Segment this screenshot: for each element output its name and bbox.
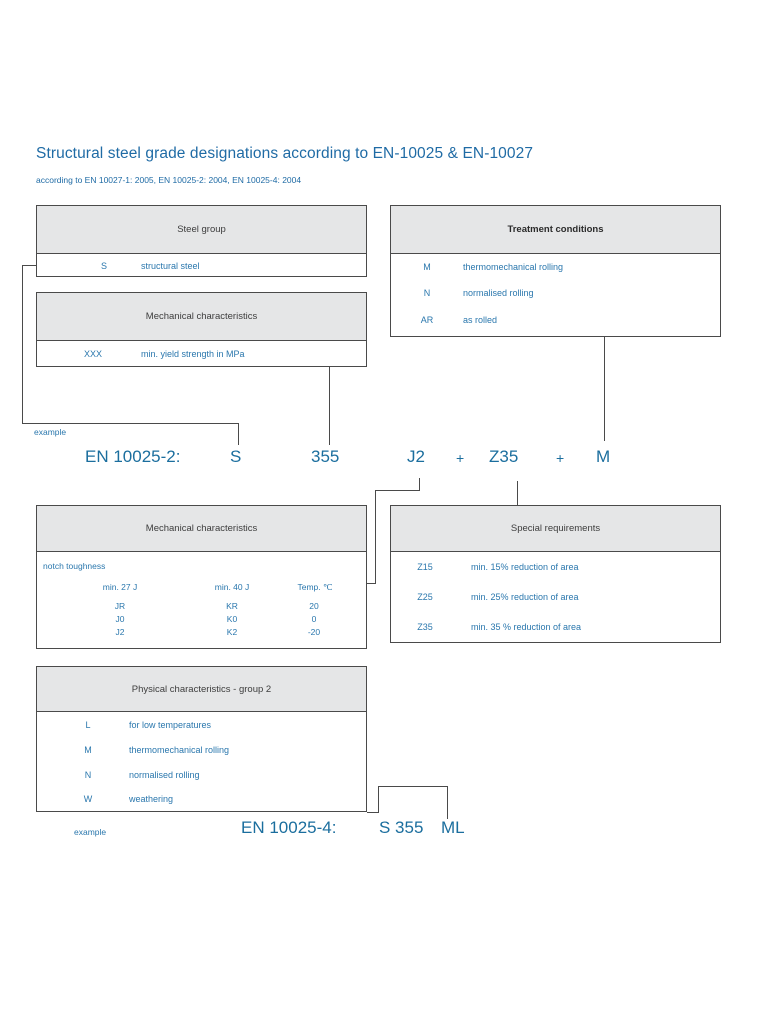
row-code: Z15 bbox=[417, 562, 433, 572]
special-requirements-body: Z15 min. 15% reduction of area Z25 min. … bbox=[391, 552, 720, 643]
example-top-token-steel-group: S bbox=[230, 447, 242, 466]
row-code: M bbox=[84, 745, 92, 755]
notch-cell: 0 bbox=[311, 614, 317, 624]
row-code: XXX bbox=[83, 349, 102, 359]
table-row: L for low temperatures bbox=[37, 712, 366, 737]
row-desc: min. 15% reduction of area bbox=[471, 562, 579, 572]
example-top-label: example bbox=[34, 427, 67, 437]
table-row: XXX min. yield strength in MPa bbox=[37, 341, 366, 367]
example-bottom-token-suffix: ML bbox=[441, 818, 465, 837]
table-row: N normalised rolling bbox=[391, 280, 720, 307]
steel-group-box: Steel group S structural steel bbox=[36, 205, 367, 277]
row-desc: weathering bbox=[129, 794, 174, 804]
row-desc: as rolled bbox=[463, 315, 498, 325]
mechanical-bottom-box: Mechanical characteristics notch toughne… bbox=[36, 505, 367, 649]
connector-physical-h2 bbox=[378, 786, 448, 787]
special-requirements-header: Special requirements bbox=[391, 506, 720, 552]
mechanical-top-box: Mechanical characteristics XXX min. yiel… bbox=[36, 292, 367, 367]
connector-j2-h1 bbox=[375, 490, 420, 491]
connector-mechanical-top-drop bbox=[329, 367, 330, 445]
example-bottom-token-grade: S 355 bbox=[379, 818, 424, 837]
steel-group-header: Steel group bbox=[37, 206, 366, 254]
steel-group-body: S structural steel bbox=[37, 254, 366, 277]
table-row: Z25 min. 25% reduction of area bbox=[391, 582, 720, 612]
connector-steel-group-h1 bbox=[22, 265, 37, 266]
notch-cell: 20 bbox=[309, 601, 319, 611]
example-top-token-special: Z35 bbox=[489, 447, 519, 466]
connector-physical-v1 bbox=[378, 786, 379, 813]
row-code: L bbox=[85, 720, 91, 730]
table-row: W weathering bbox=[37, 787, 366, 811]
treatment-conditions-box: Treatment conditions M thermomechanical … bbox=[390, 205, 721, 337]
row-desc: thermomechanical rolling bbox=[129, 745, 230, 755]
example-top-token-toughness: J2 bbox=[407, 447, 425, 466]
page-title: Structural steel grade designations acco… bbox=[36, 145, 534, 162]
mechanical-top-header: Mechanical characteristics bbox=[37, 293, 366, 341]
row-desc: normalised rolling bbox=[129, 770, 200, 780]
table-row: N normalised rolling bbox=[37, 762, 366, 787]
row-code: W bbox=[83, 794, 93, 804]
table-row: AR as rolled bbox=[391, 307, 720, 334]
special-requirements-box: Special requirements Z15 min. 15% reduct… bbox=[390, 505, 721, 643]
notch-cell: KR bbox=[226, 601, 238, 611]
notch-cell: K2 bbox=[226, 627, 238, 637]
notch-cell: J0 bbox=[115, 614, 125, 624]
physical-characteristics-body: L for low temperatures M thermomechanica… bbox=[37, 712, 366, 811]
example-bottom-token-standard: EN 10025-4: bbox=[241, 818, 337, 837]
row-code: Z25 bbox=[417, 592, 433, 602]
row-code: M bbox=[423, 262, 431, 272]
table-row: M thermomechanical rolling bbox=[37, 737, 366, 762]
table-row: S structural steel bbox=[37, 254, 366, 277]
notch-cell: J2 bbox=[115, 627, 125, 637]
row-code: Z35 bbox=[417, 622, 433, 632]
connector-z35-drop bbox=[517, 481, 518, 505]
row-desc: for low temperatures bbox=[129, 720, 212, 730]
connector-j2-v bbox=[375, 490, 376, 583]
row-desc: min. 25% reduction of area bbox=[471, 592, 579, 602]
row-desc: thermomechanical rolling bbox=[463, 262, 564, 272]
row-desc: min. 35 % reduction of area bbox=[471, 622, 582, 632]
notch-column-header-temp: Temp. ℃ bbox=[297, 582, 333, 592]
notch-cell: JR bbox=[114, 601, 126, 611]
notch-cell: -20 bbox=[307, 627, 321, 637]
example-top-token-yield: 355 bbox=[311, 447, 340, 466]
notch-column-header-40j: min. 40 J bbox=[214, 582, 250, 592]
notch-cell: K0 bbox=[226, 614, 238, 624]
table-row: Z15 min. 15% reduction of area bbox=[391, 552, 720, 582]
mechanical-bottom-header: Mechanical characteristics bbox=[37, 506, 366, 552]
treatment-conditions-body: M thermomechanical rolling N normalised … bbox=[391, 254, 720, 337]
mechanical-top-body: XXX min. yield strength in MPa bbox=[37, 341, 366, 367]
connector-treatment-drop bbox=[604, 337, 605, 441]
row-desc: min. yield strength in MPa bbox=[141, 349, 245, 359]
connector-steel-group-drop bbox=[238, 423, 239, 445]
connector-steel-group-h2 bbox=[22, 423, 239, 424]
table-row: Z35 min. 35 % reduction of area bbox=[391, 612, 720, 642]
row-code: N bbox=[84, 770, 92, 780]
connector-j2-h2 bbox=[367, 583, 376, 584]
notch-column-header-27j: min. 27 J bbox=[102, 582, 138, 592]
table-row: M thermomechanical rolling bbox=[391, 254, 720, 280]
notch-toughness-label: notch toughness bbox=[43, 561, 106, 571]
row-code: N bbox=[423, 288, 431, 298]
row-desc: normalised rolling bbox=[463, 288, 534, 298]
treatment-conditions-header: Treatment conditions bbox=[391, 206, 720, 254]
connector-physical-h1 bbox=[367, 812, 379, 813]
connector-physical-v2 bbox=[447, 786, 448, 819]
page-subtitle: according to EN 10027-1: 2005, EN 10025-… bbox=[36, 175, 302, 185]
row-code: AR bbox=[420, 315, 434, 325]
example-top-token-treatment: M bbox=[596, 447, 611, 466]
row-desc: structural steel bbox=[141, 261, 200, 271]
connector-j2-drop bbox=[419, 478, 420, 491]
notch-toughness-table: notch toughness min. 27 J min. 40 J Temp… bbox=[37, 552, 366, 649]
example-top-token-plus-1: + bbox=[456, 450, 465, 466]
physical-characteristics-header: Physical characteristics - group 2 bbox=[37, 667, 366, 712]
connector-steel-group-v bbox=[22, 265, 23, 423]
example-bottom-label: example bbox=[74, 827, 107, 837]
example-top-token-standard: EN 10025-2: bbox=[85, 447, 181, 466]
example-top-token-plus-2: + bbox=[556, 450, 565, 466]
row-code: S bbox=[100, 261, 107, 271]
physical-characteristics-box: Physical characteristics - group 2 L for… bbox=[36, 666, 367, 812]
